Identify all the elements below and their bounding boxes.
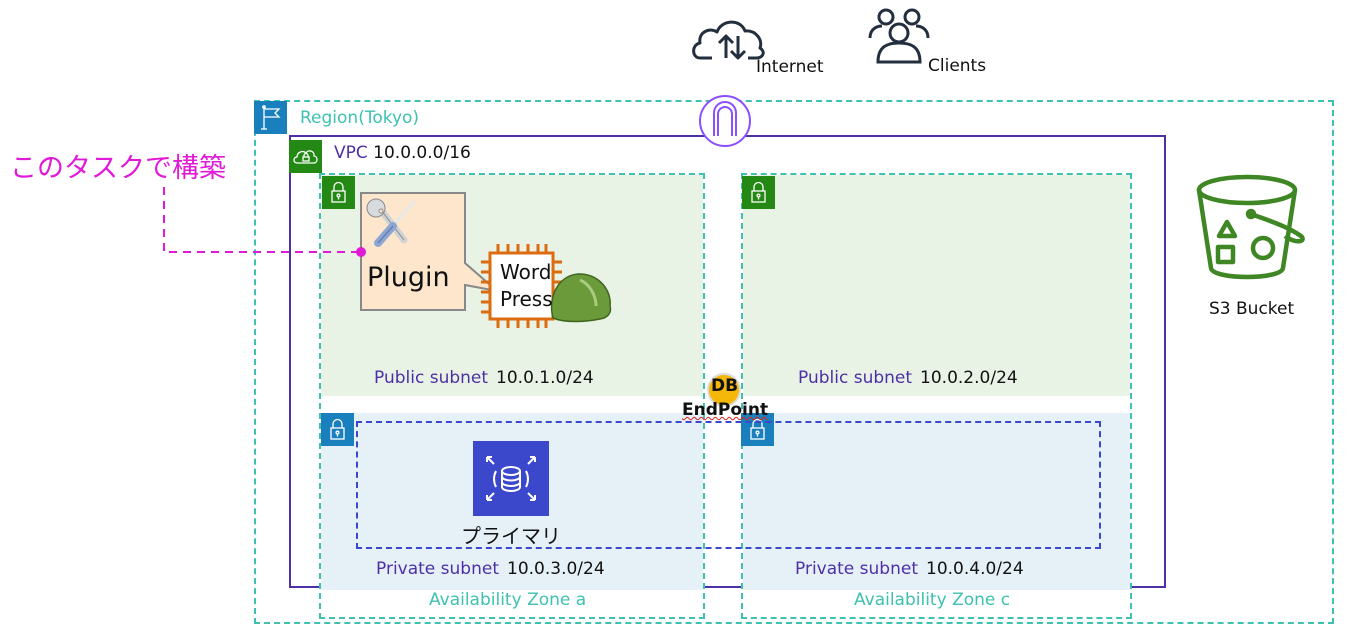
vpc-keyword: VPC [334,143,368,163]
rds-subnet-group [356,421,1101,549]
clients-label: Clients [928,56,987,76]
subnet-cidr: 10.0.1.0/24 [496,368,594,388]
az-c-label: Availability Zone c [854,590,1011,610]
internet-gateway-icon[interactable] [697,93,753,149]
ec2-instance-icon [481,244,562,328]
subnet-keyword: Public subnet [798,368,913,388]
rds-instance[interactable] [473,441,549,516]
plugin-label: Plugin [367,262,450,293]
lock-icon [331,181,346,203]
annotation-label: このタスクで構築 [10,153,226,184]
subnet-keyword: Private subnet [376,559,499,579]
subnet-cidr: 10.0.4.0/24 [926,559,1024,579]
internet-cloud-icon [692,20,765,60]
vpc-cloud-lock-icon [293,150,318,164]
tools-icon [366,198,416,247]
plugin-callout [360,192,612,328]
lock-icon [330,418,345,440]
region-boundary [254,100,1334,624]
availability-zone-c [741,173,1132,619]
s3-bucket-label: S3 Bucket [1209,299,1295,319]
wordpress-line1: Word [500,260,552,284]
lock-icon [751,181,766,203]
private-subnet-a-badge [321,413,354,446]
subnet-cidr: 10.0.3.0/24 [507,559,605,579]
region-label: Region(Tokyo) [300,108,420,128]
db-endpoint-line2: EndPoint [682,400,769,420]
wordpress-label: Word Press [500,259,553,313]
availability-zone-a [319,173,705,619]
private-subnet-c-badge [741,413,774,446]
wordpress-line2: Press [500,287,553,311]
az-a-label: Availability Zone a [429,590,587,610]
subnet-cidr: 10.0.2.0/24 [920,368,1018,388]
annotation-dot [356,247,366,257]
private-subnet-a-label: Private subnet 10.0.3.0/24 [376,559,605,579]
subnet-keyword: Public subnet [374,368,489,388]
vpc-label: VPC 10.0.0.0/16 [334,143,471,163]
users-icon [868,8,930,64]
public-subnet-a-badge [322,176,355,209]
internet-label: Internet [756,57,824,77]
s3-bucket-icon[interactable] [1195,172,1310,284]
lock-icon [750,418,765,440]
db-endpoint-line1: DB [711,376,739,396]
rds-label: プライマリ [461,524,561,548]
public-subnet-c-label: Public subnet 10.0.2.0/24 [798,368,1018,388]
public-subnet-a-label: Public subnet 10.0.1.0/24 [374,368,594,388]
region-flag-icon [261,105,281,130]
private-subnet-c-label: Private subnet 10.0.4.0/24 [795,559,1024,579]
vpc-cidr: 10.0.0.0/16 [373,143,471,163]
rds-database-icon [486,456,536,501]
subnet-keyword: Private subnet [795,559,918,579]
public-subnet-c [743,175,1130,396]
db-endpoint-marker[interactable] [707,373,741,407]
public-subnet-c-badge [742,176,775,209]
hard-hat-icon [550,273,612,323]
private-subnet-c [743,413,1130,590]
vpc-badge [289,140,322,173]
region-badge [254,101,287,134]
annotation-connector [163,187,366,257]
